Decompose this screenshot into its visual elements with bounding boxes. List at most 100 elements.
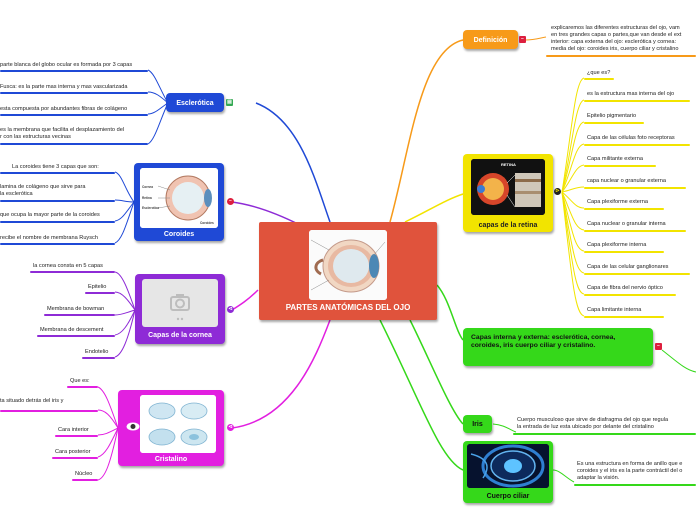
esclerotica-item[interactable]: esta compuesta por abundantes fibras de … (0, 106, 128, 112)
coroides-title: Coroides (163, 231, 195, 238)
cornea-item[interactable]: la cornea consta en 5 capas (33, 263, 103, 269)
definicion-node[interactable]: Definición (463, 30, 518, 49)
retina-item[interactable]: Capa de fibra del nervio óptico (587, 285, 663, 291)
cristalino-title: Cristalino (154, 456, 188, 463)
coroides-item[interactable]: la esclerótica (0, 191, 33, 197)
definicion-text[interactable]: interior: capa externa del ojo: esclerót… (551, 39, 676, 45)
underline (574, 484, 696, 486)
cristalino-item[interactable]: Cara interior (58, 427, 89, 433)
coroides-item[interactable]: lamina de colágeno que sirve para (0, 184, 86, 190)
underline (0, 92, 148, 94)
cristalino-item[interactable]: Núcleo (75, 471, 93, 477)
underline (72, 479, 98, 481)
cornea-item[interactable]: Epitelio (88, 284, 107, 290)
retina-item[interactable]: Capa de las células foto receptoras (587, 135, 675, 141)
underline (584, 294, 676, 296)
retina-thumb-title: RETINA (501, 162, 516, 167)
coroides-item[interactable]: La coroides tiene 3 capas que son: (12, 164, 99, 170)
underline (44, 314, 115, 316)
cornea-item[interactable]: Membrana de descement (40, 327, 104, 333)
underline (0, 114, 148, 116)
underline (37, 335, 115, 337)
retina-title: capas de la retina (478, 222, 538, 229)
iris-text[interactable]: Cuerpo musculoso que sirve de diafragma … (517, 417, 669, 423)
ciliar-text[interactable]: coroides y el iris es la parte contrácti… (577, 468, 683, 474)
retina-item[interactable]: Capa de las celular ganglionares (587, 264, 669, 270)
eye-anatomy-image (309, 230, 387, 300)
thumb-label: Retina (142, 196, 152, 200)
retina-item[interactable]: Capa militante externa (587, 156, 643, 162)
cornea-item[interactable]: Membrana de bowman (47, 306, 105, 312)
link-icon[interactable]: ⊲ (227, 424, 234, 431)
esclerotica-item[interactable]: es la membrana que facilita el desplazam… (0, 127, 125, 133)
retina-item[interactable]: Capa nuclear o granular interna (587, 221, 666, 227)
esclerotica-item[interactable]: r con las estructuras vecinas (0, 134, 71, 140)
retina-item[interactable]: es la estructura mas interna del ojo (587, 91, 675, 97)
underline (52, 457, 98, 459)
underline (82, 357, 115, 359)
retina-item[interactable]: Capa plexiforme interna (587, 242, 647, 248)
underline (0, 143, 148, 145)
thumb-label: Esclerotica (142, 206, 159, 210)
underline (513, 433, 696, 435)
camera-icon (170, 294, 190, 321)
coroides-item[interactable]: que ocupa la mayor parte de la coroides (0, 212, 100, 218)
underline (584, 230, 686, 232)
cristalino-image (140, 395, 216, 453)
retina-item[interactable]: ¿que es? (587, 70, 611, 76)
coroides-node[interactable]: Cornea Retina Esclerotica Coroides Coroi… (134, 163, 224, 241)
link-icon[interactable]: ⊲ (227, 306, 234, 313)
underline (584, 78, 614, 80)
esclerotica-node[interactable]: Esclerótica (166, 93, 224, 112)
underline (584, 251, 664, 253)
ciliar-text[interactable]: adaptar la visión. (577, 475, 620, 481)
underline (0, 172, 115, 174)
cristalino-node[interactable]: Cristalino (118, 390, 224, 466)
underline (584, 316, 664, 318)
definicion-text[interactable]: media del ojo: coroides iris, cuerpo cil… (551, 46, 679, 52)
link-icon[interactable]: ⊳ (554, 188, 561, 195)
central-title: PARTES ANATÓMICAS DEL OJO (285, 303, 411, 312)
iris-title: Iris (472, 421, 483, 428)
retina-item[interactable]: Capa plexiforme externa (587, 199, 648, 205)
retina-item[interactable]: capa nuclear o granular externa (587, 178, 666, 184)
ciliar-image (467, 444, 549, 488)
cornea-item[interactable]: Endotelio (85, 349, 109, 355)
coroides-image: Cornea Retina Esclerotica Coroides (140, 168, 218, 228)
cristalino-item[interactable]: Cara posterior (55, 449, 91, 455)
underline (85, 292, 115, 294)
underline (584, 208, 664, 210)
cristalino-item[interactable]: ta situado detrás del iris y (0, 398, 64, 404)
cornea-title: Capas de la cornea (148, 332, 212, 339)
collapse-toggle-icon[interactable]: − (655, 343, 662, 350)
iris-text[interactable]: la entrada de luz esta ubicado por delan… (517, 424, 654, 430)
underline (584, 144, 690, 146)
retina-image: RETINA (471, 159, 545, 215)
capas-node[interactable]: Capas interna y externa: esclerótica, co… (463, 328, 653, 366)
underline (584, 273, 690, 275)
coroides-item[interactable]: recibe el nombre de membrana Ruysch (0, 235, 98, 241)
underline (584, 165, 656, 167)
ciliar-title: Cuerpo ciliar (486, 493, 530, 500)
central-topic[interactable]: PARTES ANATÓMICAS DEL OJO (259, 222, 437, 320)
ciliar-text[interactable]: Es una estructura en forma de anillo que… (577, 461, 683, 467)
note-icon[interactable]: ▤ (226, 99, 233, 106)
retina-node[interactable]: RETINA capas de la retina (463, 154, 553, 232)
ciliar-node[interactable]: Cuerpo ciliar (463, 441, 553, 503)
cornea-node[interactable]: Capas de la cornea (135, 274, 225, 344)
underline (67, 386, 98, 388)
collapse-toggle-icon[interactable]: − (519, 36, 526, 43)
underline (584, 187, 686, 189)
underline (0, 70, 148, 72)
thumb-label: Coroides (200, 221, 214, 225)
iris-node[interactable]: Iris (463, 415, 492, 433)
underline (0, 200, 115, 202)
esclerotica-item[interactable]: parte blanca del globo ocular es formada… (0, 62, 133, 68)
retina-item[interactable]: Epitelio pigmentario (587, 113, 637, 119)
definicion-text[interactable]: explicaremos las diferentes estructuras … (551, 25, 680, 31)
retina-item[interactable]: Capa limitante interna (587, 307, 642, 313)
cristalino-item[interactable]: Que es: (70, 378, 90, 384)
collapse-toggle-icon[interactable]: − (227, 198, 234, 205)
esclerotica-item[interactable]: Fusca: es la parte mas interna y mas vas… (0, 84, 128, 90)
definicion-text[interactable]: en tres grandes capas o partes,que van d… (551, 32, 682, 38)
